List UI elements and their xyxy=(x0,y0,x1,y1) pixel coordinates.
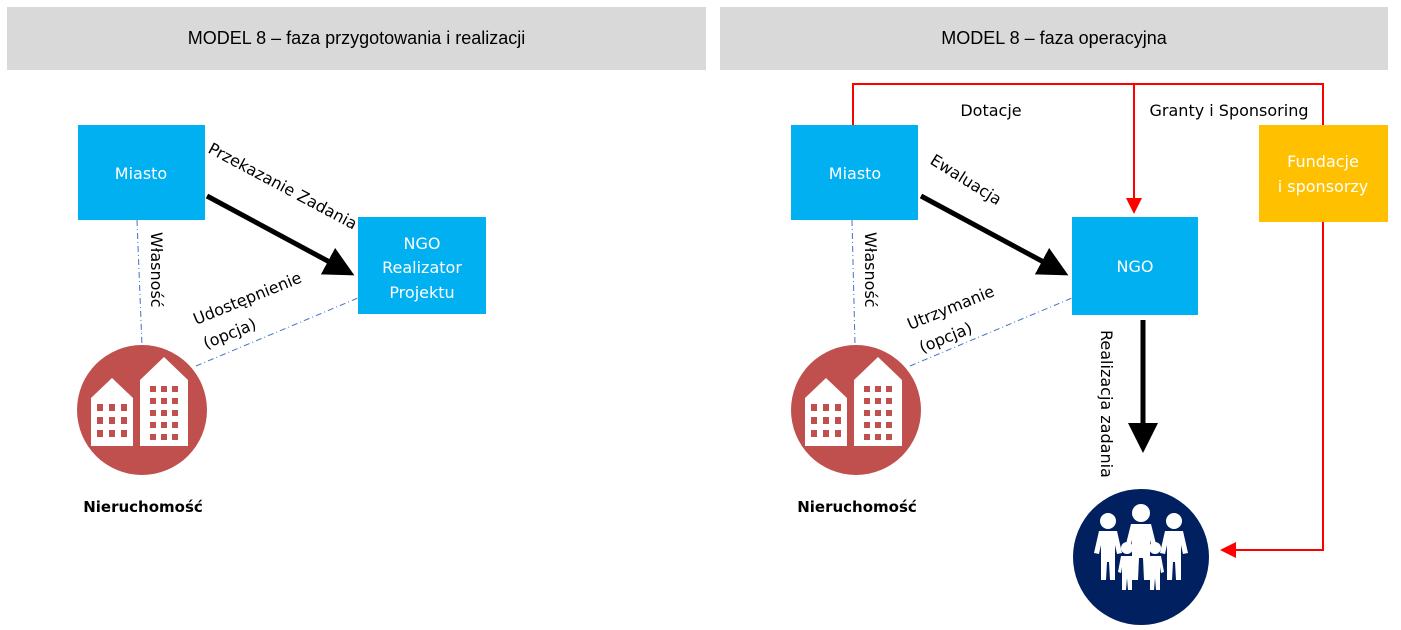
fundacje-line-1: Fundacje xyxy=(1287,152,1359,171)
right-property-label: Nieruchomość xyxy=(797,498,917,516)
left-miasto-box xyxy=(78,125,205,220)
left-property-icon xyxy=(77,345,207,475)
left-transfer-arrow xyxy=(205,193,355,276)
right-ngo-box xyxy=(1072,217,1198,315)
right-property-icon xyxy=(791,345,921,475)
left-panel: Miasto NGO Realizator Projektu Przekazan… xyxy=(77,125,486,516)
left-sharing-line xyxy=(195,297,359,367)
left-ngo-line-3: Projektu xyxy=(389,283,454,302)
left-ownership-line xyxy=(136,219,143,347)
granty-label: Granty i Sponsoring xyxy=(1150,101,1309,120)
right-ngo-label: NGO xyxy=(1117,257,1154,276)
fundacje-line-2: i sponsorzy xyxy=(1278,177,1369,196)
right-ownership-label: Własność xyxy=(861,232,880,308)
evaluation-arrow xyxy=(919,193,1069,276)
right-maintenance-line xyxy=(909,297,1073,367)
left-ngo-line-1: NGO xyxy=(404,234,441,253)
fundacje-box xyxy=(1259,125,1388,222)
right-ownership-line xyxy=(851,219,856,346)
right-miasto-label: Miasto xyxy=(829,164,881,183)
realization-label: Realizacja zadania xyxy=(1097,330,1116,478)
left-ownership-label: Własność xyxy=(147,232,166,308)
left-transfer-label: Przekazanie Zadania xyxy=(205,139,360,234)
red-top-loop xyxy=(852,83,1324,125)
people-icon xyxy=(1073,489,1209,625)
right-miasto-box xyxy=(791,125,918,220)
right-panel: Dotacje Granty i Sponsoring Miasto NGO F… xyxy=(791,83,1388,625)
left-miasto-label: Miasto xyxy=(115,164,167,183)
evaluation-label: Ewaluacja xyxy=(927,150,1005,209)
left-ngo-line-2: Realizator xyxy=(382,258,462,277)
red-sponsor-arrow-to-people xyxy=(1220,222,1324,558)
left-property-label: Nieruchomość xyxy=(83,498,203,516)
header-right-title: MODEL 8 – faza operacyjna xyxy=(720,7,1388,70)
header-left-title: MODEL 8 – faza przygotowania i realizacj… xyxy=(7,7,706,70)
dotacje-label: Dotacje xyxy=(960,101,1021,120)
left-ngo-box xyxy=(358,217,486,314)
